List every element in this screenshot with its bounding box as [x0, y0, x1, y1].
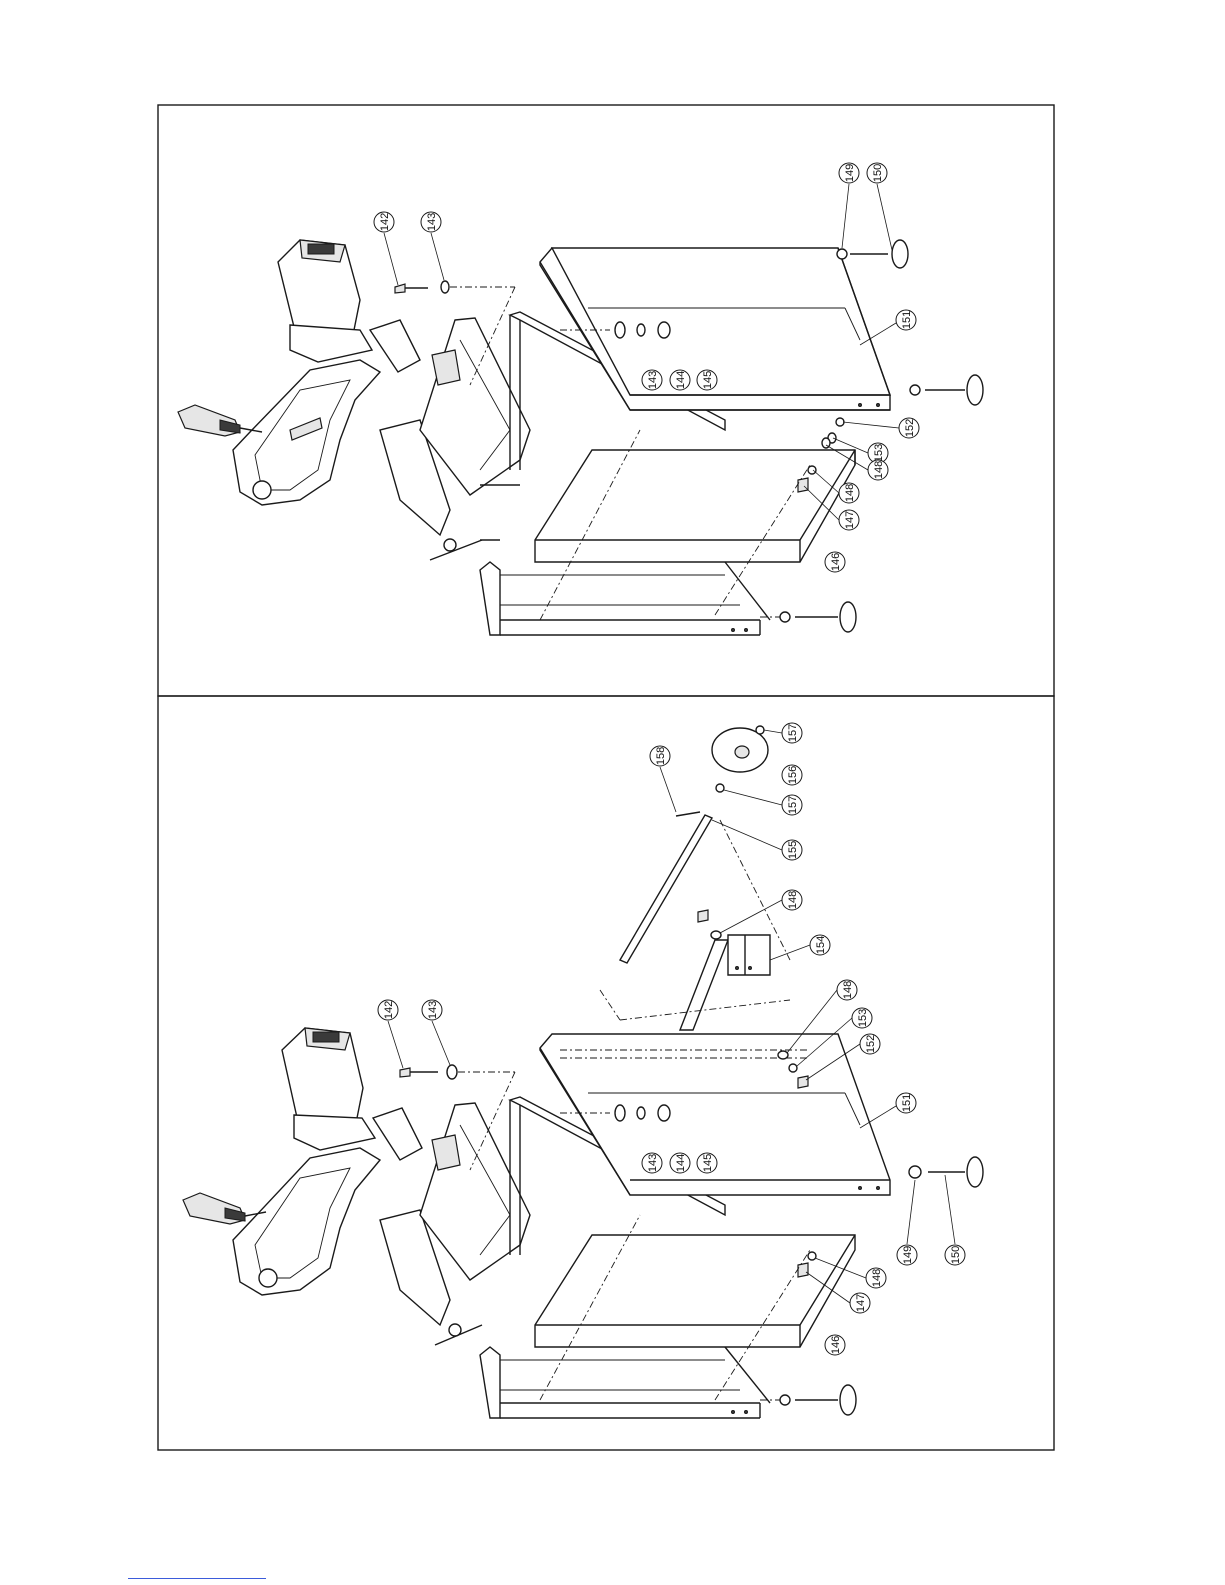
- svg-text:148: 148: [871, 1269, 883, 1287]
- callout-b148: 148: [782, 890, 802, 910]
- figure-top: 142 143 149 150 151 143 144 145 152 153 …: [178, 163, 983, 635]
- svg-text:145: 145: [702, 1154, 714, 1172]
- svg-text:157: 157: [787, 724, 799, 742]
- callout-152: 152: [899, 418, 919, 438]
- callout-b143b: 143: [642, 1153, 662, 1173]
- svg-text:148: 148: [787, 891, 799, 909]
- svg-text:157: 157: [787, 796, 799, 814]
- svg-text:143: 143: [647, 371, 659, 389]
- svg-text:150: 150: [950, 1246, 962, 1264]
- callout-b152: 152: [860, 1034, 880, 1054]
- callout-b158: 158: [650, 746, 670, 766]
- stand-frame-b: [480, 726, 890, 1418]
- callout-148: 148: [868, 460, 888, 480]
- callout-b148b: 148: [837, 980, 857, 1000]
- callout-149: 149: [839, 163, 859, 183]
- svg-text:142: 142: [379, 213, 391, 231]
- svg-text:152: 152: [904, 419, 916, 437]
- callout-b156: 156: [782, 765, 802, 785]
- svg-text:155: 155: [787, 841, 799, 859]
- callout-146: 146: [825, 552, 845, 572]
- svg-text:153: 153: [857, 1009, 869, 1027]
- svg-text:158: 158: [655, 747, 667, 765]
- svg-text:144: 144: [675, 371, 687, 389]
- svg-text:148: 148: [844, 484, 856, 502]
- svg-text:143: 143: [647, 1154, 659, 1172]
- svg-text:152: 152: [865, 1035, 877, 1053]
- callout-b151: 151: [896, 1093, 916, 1113]
- callout-148b: 148: [839, 483, 859, 503]
- svg-text:149: 149: [902, 1246, 914, 1264]
- callout-b153: 153: [852, 1008, 872, 1028]
- svg-text:146: 146: [830, 1336, 842, 1354]
- band-saw-body: [178, 240, 530, 560]
- callout-142: 142: [374, 212, 394, 232]
- svg-text:143: 143: [426, 213, 438, 231]
- callout-b144: 144: [670, 1153, 690, 1173]
- callout-b150: 150: [945, 1245, 965, 1265]
- callout-b143: 143: [422, 1000, 442, 1020]
- svg-text:154: 154: [815, 936, 827, 954]
- svg-text:151: 151: [901, 1094, 913, 1112]
- svg-text:145: 145: [702, 371, 714, 389]
- footer-rule: [128, 1578, 266, 1579]
- callout-b148c: 148: [866, 1268, 886, 1288]
- svg-text:156: 156: [787, 766, 799, 784]
- callout-b146: 146: [825, 1335, 845, 1355]
- callout-150: 150: [867, 163, 887, 183]
- svg-text:147: 147: [855, 1294, 867, 1312]
- svg-text:148: 148: [873, 461, 885, 479]
- callout-b155: 155: [782, 840, 802, 860]
- callout-145: 145: [697, 370, 717, 390]
- svg-text:148: 148: [842, 981, 854, 999]
- callout-b145: 145: [697, 1153, 717, 1173]
- svg-text:144: 144: [675, 1154, 687, 1172]
- svg-text:142: 142: [383, 1001, 395, 1019]
- figure-bottom: 142 143 158 157 156 157 155 148 154 148 …: [183, 723, 983, 1418]
- svg-text:146: 146: [830, 553, 842, 571]
- svg-text:151: 151: [901, 311, 913, 329]
- callout-b154: 154: [810, 935, 830, 955]
- svg-text:153: 153: [873, 444, 885, 462]
- callout-b157b: 157: [782, 795, 802, 815]
- svg-text:143: 143: [427, 1001, 439, 1019]
- callout-b157: 157: [782, 723, 802, 743]
- callout-143: 143: [421, 212, 441, 232]
- callout-151: 151: [896, 310, 916, 330]
- callout-143b: 143: [642, 370, 662, 390]
- callout-144: 144: [670, 370, 690, 390]
- callout-b142: 142: [378, 1000, 398, 1020]
- svg-text:147: 147: [844, 511, 856, 529]
- band-saw-body-b: [183, 1028, 530, 1345]
- svg-text:149: 149: [844, 164, 856, 182]
- svg-text:150: 150: [872, 164, 884, 182]
- callout-147: 147: [839, 510, 859, 530]
- callout-b147: 147: [850, 1293, 870, 1313]
- callout-b149: 149: [897, 1245, 917, 1265]
